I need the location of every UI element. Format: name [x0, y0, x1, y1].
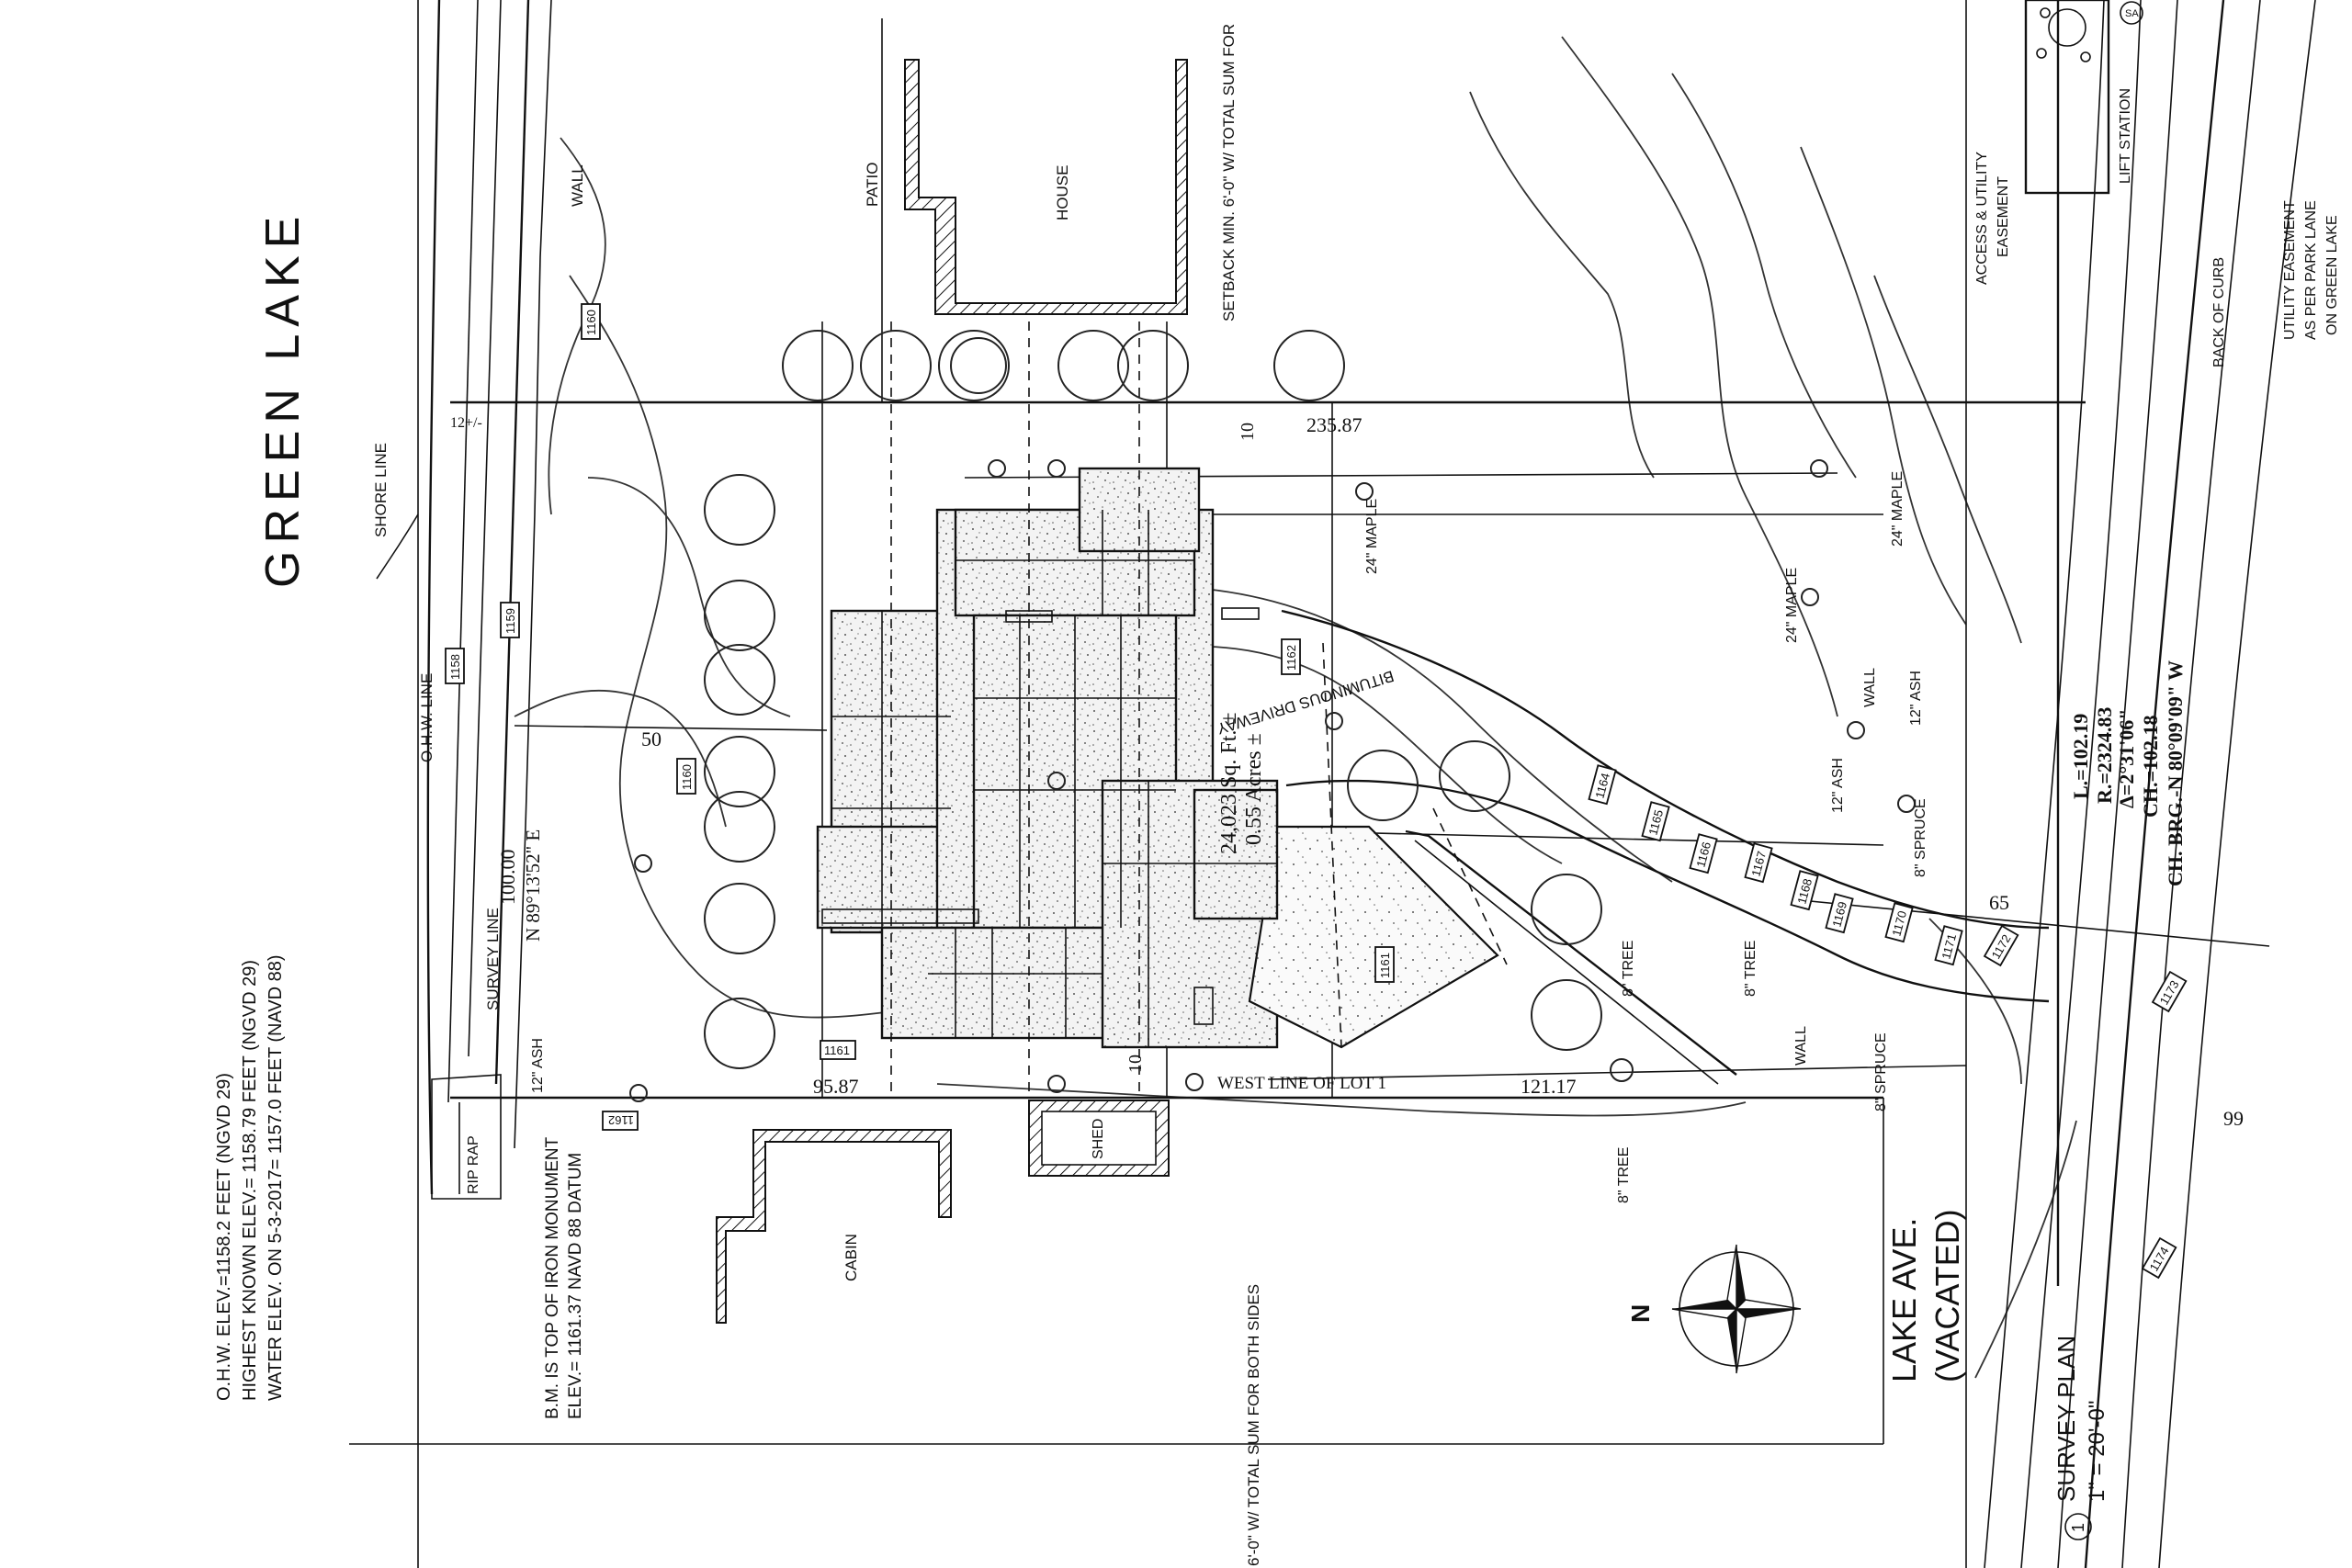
- proposed-building: [816, 467, 1499, 1049]
- dim-235: 235.87: [1306, 413, 1363, 436]
- wall-label-north: WALL: [569, 164, 586, 207]
- dim-10-top: 10: [1238, 423, 1258, 441]
- tree-8in-2: 8" TREE: [1743, 941, 1758, 997]
- svg-text:1167: 1167: [1748, 850, 1769, 878]
- utility-easement-1: UTILITY EASEMENT: [2282, 200, 2298, 340]
- shed-label: SHED: [1091, 1119, 1106, 1159]
- tree-maple-3: 24" MAPLE: [1784, 568, 1800, 643]
- title-scale: 1" = 20'-0": [2085, 1401, 2109, 1502]
- house-label: HOUSE: [1054, 165, 1071, 220]
- driveway-outline: [1281, 609, 2050, 1085]
- lake-name: GREEN LAKE: [256, 209, 310, 588]
- north-arrow-icon: [1671, 1244, 1802, 1374]
- svg-text:1160: 1160: [680, 764, 694, 790]
- dim-10-bottom: 10: [1125, 1055, 1146, 1073]
- setback-lines: [890, 321, 1508, 1098]
- dim-99: 99: [2223, 1107, 2244, 1130]
- contour-tags: 1158 1159 1160 1160 1161 1161 1162 1162 …: [445, 303, 2188, 1280]
- svg-text:1161: 1161: [824, 1043, 850, 1057]
- note-bm-2: ELEV.= 1161.37 NAVD 88 DATUM: [566, 1153, 585, 1419]
- shoreline-group: [376, 0, 552, 1568]
- tree-ash-2: 12" ASH: [1830, 758, 1846, 813]
- svg-text:1161: 1161: [1378, 953, 1392, 978]
- tree-ash-3: 12" ASH: [1908, 671, 1924, 726]
- setback-top-note: SETBACK MIN. 6'-0" W/ TOTAL SUM FOR: [1220, 24, 1238, 321]
- wall-label-east: WALL: [1862, 668, 1878, 707]
- ohw-line-label: O.H.W. LINE: [418, 673, 435, 762]
- tree-spruce-2: 8" SPRUCE: [1873, 1032, 1889, 1111]
- note-ohw: O.H.W. ELEV.=1158.2 FEET (NGVD 29): [214, 1073, 234, 1401]
- dim-100: 100.00: [496, 850, 519, 906]
- lift-station-label: LIFT STATION: [2118, 88, 2133, 184]
- cabin-footprint: [716, 1129, 952, 1324]
- utility-easement-2: AS PER PARK LANE: [2303, 200, 2319, 340]
- svg-text:1160: 1160: [584, 310, 598, 335]
- note-highest: HIGHEST KNOWN ELEV.= 1158.79 FEET (NGVD …: [240, 960, 260, 1401]
- north-label: N: [1626, 1304, 1655, 1323]
- tree-maple-2: 24" MAPLE: [1890, 471, 1905, 547]
- driveway-label: BITUMINOUS DRIVEWAY: [1215, 667, 1396, 738]
- dim-bearing: N 89°13'52" E: [522, 829, 544, 942]
- svg-text:1168: 1168: [1794, 877, 1815, 906]
- shore-line-label: SHORE LINE: [372, 443, 390, 537]
- wall-label-south: WALL: [1793, 1026, 1809, 1066]
- utility-easement-3: ON GREEN LAKE: [2324, 215, 2340, 335]
- note-water-elev: WATER ELEV. ON 5-3-2017= 1157.0 FEET (NA…: [266, 954, 286, 1401]
- patio-label: PATIO: [864, 163, 881, 208]
- rip-rap-label: RIP RAP: [466, 1135, 481, 1194]
- shed-footprint: [1028, 1100, 1170, 1177]
- dim-121: 121.17: [1521, 1075, 1577, 1098]
- dim-65: 65: [1989, 891, 2009, 914]
- area-sqft: 24,023 Sq. Ft. ±: [1217, 712, 1241, 854]
- access-easement-1: ACCESS & UTILITY: [1974, 152, 1990, 285]
- curve-length: L.=102.19: [2069, 714, 2092, 799]
- west-line-label: WEST LINE OF LOT 1: [1217, 1074, 1386, 1093]
- svg-text:1158: 1158: [448, 654, 462, 680]
- area-acres: 0.55 Acres ±: [1242, 733, 1266, 845]
- tree-spruce-1: 8" SPRUCE: [1913, 798, 1928, 877]
- dim-95: 95.87: [813, 1075, 859, 1098]
- title-number-circle: [2064, 1513, 2092, 1540]
- svg-text:1162: 1162: [608, 1113, 634, 1127]
- curve-chord: CH.=102.18: [2139, 715, 2162, 818]
- back-of-curb-label: BACK OF CURB: [2211, 257, 2227, 367]
- curve-bearing: CH. BRG.-N 80°09'09" W: [2164, 660, 2187, 886]
- svg-text:1166: 1166: [1693, 840, 1713, 869]
- tree-8in-3: 8" TREE: [1616, 1147, 1632, 1203]
- curve-radius: R.=2324.83: [2093, 707, 2116, 804]
- svg-text:1159: 1159: [503, 608, 517, 634]
- svg-text:1164: 1164: [1592, 772, 1612, 800]
- setback-bottom-note: 6'-0" W/ TOTAL SUM FOR BOTH SIDES: [1245, 1284, 1262, 1566]
- note-bm-1: B.M. IS TOP OF IRON MONUMENT: [543, 1136, 562, 1419]
- tree-maple-1: 24" MAPLE: [1364, 499, 1380, 574]
- lake-ave-label: LAKE AVE.: [1885, 1218, 1923, 1382]
- sa-tag: SA: [2125, 8, 2139, 19]
- property-lines: [349, 0, 2316, 1568]
- cabin-label: CABIN: [842, 1234, 860, 1281]
- lift-station: [2024, 0, 2143, 195]
- tree-8in-1: 8" TREE: [1621, 941, 1636, 997]
- dim-12: 12+/-: [450, 415, 482, 431]
- trees: [629, 330, 1916, 1102]
- curve-delta: Δ=2°31'06": [2115, 709, 2138, 808]
- title-label: SURVEY PLAN: [2052, 1336, 2080, 1502]
- dim-50: 50: [641, 728, 662, 750]
- svg-text:1165: 1165: [1645, 808, 1666, 837]
- tree-ash-1: 12" ASH: [530, 1038, 546, 1093]
- vacated-label: (VACATED): [1928, 1209, 1966, 1382]
- title-number: 1: [2069, 1523, 2087, 1532]
- survey-line-label: SURVEY LINE: [484, 908, 502, 1010]
- house-footprint: [904, 59, 1188, 315]
- svg-text:1162: 1162: [1284, 645, 1298, 671]
- svg-text:1169: 1169: [1829, 900, 1849, 929]
- svg-text:1170: 1170: [1889, 909, 1909, 938]
- svg-text:1171: 1171: [1939, 932, 1959, 961]
- access-easement-2: EASEMENT: [1996, 176, 2011, 257]
